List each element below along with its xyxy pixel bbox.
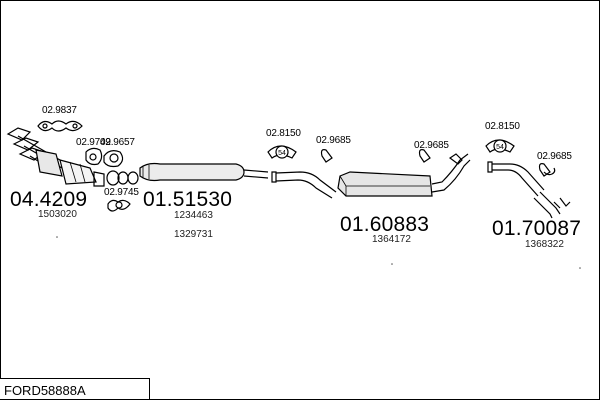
leader-dots bbox=[56, 236, 581, 269]
oem-catalyst: 1503020 bbox=[38, 209, 77, 220]
catalyst-assembly bbox=[6, 127, 105, 187]
label-gasket-02-9749: 02.9749 bbox=[76, 137, 111, 148]
label-gasket-02-9657: 02.9657 bbox=[100, 137, 135, 148]
oem-front-pipe-1: 1234463 bbox=[174, 210, 213, 221]
label-hanger-02-9685-b: 02.9685 bbox=[414, 140, 449, 151]
oem-rear-silencer: 1368322 bbox=[525, 239, 564, 250]
bracket-badge-a: 54 bbox=[278, 150, 286, 157]
label-gasket-02-9745: 02.9745 bbox=[104, 187, 139, 198]
rear-silencer-pipe bbox=[487, 161, 571, 219]
bracket-02-8150-b-icon: 54 bbox=[485, 139, 515, 153]
middle-silencer-pipe bbox=[271, 153, 471, 199]
label-clamp-02-9837: 02.9837 bbox=[42, 105, 77, 116]
joint-rings-icon bbox=[106, 170, 139, 186]
bracket-02-8150-a-icon: 54 bbox=[267, 145, 297, 159]
title-code: FORD58888A bbox=[4, 383, 86, 398]
title-code-box: FORD58888A bbox=[0, 378, 150, 399]
gasket-02-9657-icon bbox=[103, 150, 124, 168]
hanger-02-9685-b-icon bbox=[418, 149, 431, 163]
front-pipe-silencer bbox=[139, 162, 269, 182]
label-rear-silencer-number: 01.70087 bbox=[492, 217, 582, 240]
hanger-02-9685-c-icon bbox=[538, 163, 551, 177]
clamp-02-9837-icon bbox=[37, 120, 83, 132]
label-catalyst-number: 04.4209 bbox=[10, 188, 88, 211]
oem-front-pipe-2: 1329731 bbox=[174, 229, 213, 240]
label-hanger-02-9685-a: 02.9685 bbox=[316, 135, 351, 146]
label-bracket-02-8150-a: 02.8150 bbox=[266, 128, 301, 139]
label-front-pipe-number: 01.51530 bbox=[143, 188, 233, 211]
gasket-02-9749-icon bbox=[85, 147, 103, 166]
hanger-02-9685-a-icon bbox=[320, 149, 333, 163]
gasket-02-9745-icon bbox=[107, 199, 131, 212]
label-middle-silencer-number: 01.60883 bbox=[340, 213, 430, 236]
label-bracket-02-8150-b: 02.8150 bbox=[485, 121, 520, 132]
label-hanger-02-9685-c: 02.9685 bbox=[537, 151, 572, 162]
bracket-badge-b: 54 bbox=[496, 144, 504, 151]
oem-middle-silencer: 1364172 bbox=[372, 234, 411, 245]
